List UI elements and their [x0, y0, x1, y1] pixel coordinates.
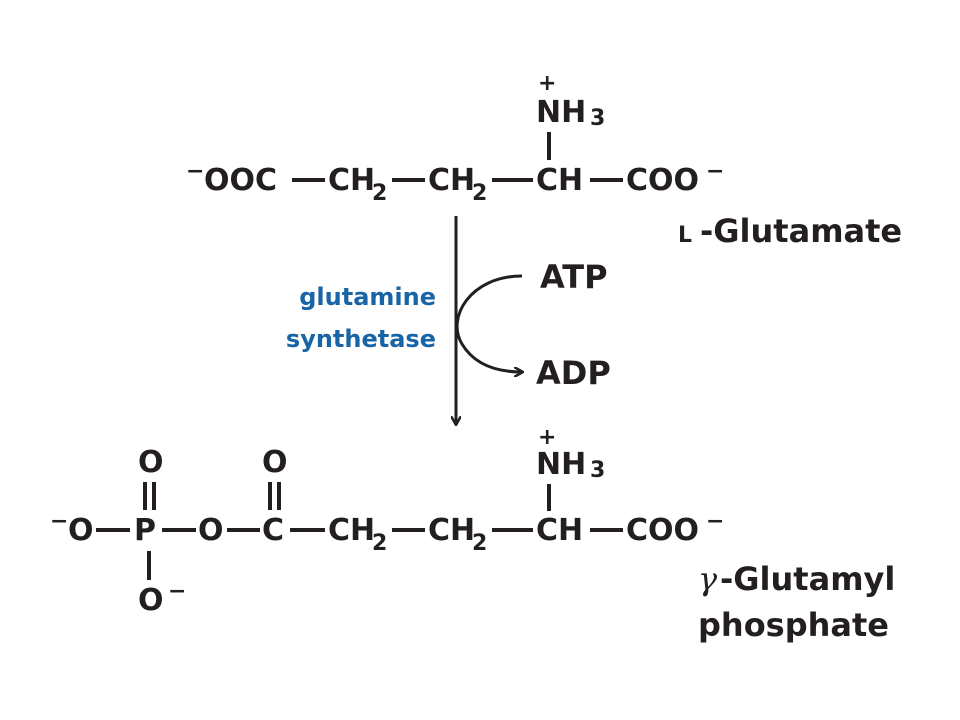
- product-o-top-p: O: [138, 445, 164, 480]
- product-nh-sub: 3: [590, 458, 605, 483]
- adp-label: ADP: [536, 354, 611, 392]
- glutamate-plus: +: [538, 71, 556, 96]
- atp-adp-curved-arrow: [455, 274, 522, 372]
- glutamate-name: -Glutamate: [700, 212, 902, 250]
- product-c: C: [262, 513, 284, 548]
- glutamate-ch: CH: [536, 163, 583, 198]
- product-ch2-b: CH: [428, 513, 475, 548]
- glutamate-ch2-b: CH: [428, 163, 475, 198]
- glutamate-structure: − OOC CH 2 CH 2 CH COO − + NH 3: [186, 71, 724, 206]
- glutamate-coo: COO: [626, 163, 699, 198]
- product-ch2-a-sub: 2: [372, 531, 387, 556]
- atp-label: ATP: [540, 258, 608, 296]
- enzyme-name-line2: synthetase: [286, 325, 436, 353]
- product-ch2-b-sub: 2: [472, 531, 487, 556]
- product-o-bottom: O: [138, 583, 164, 618]
- product-ch2-a: CH: [328, 513, 375, 548]
- product-o-left: O: [68, 513, 94, 548]
- enzyme-name-line1: glutamine: [299, 283, 436, 311]
- glutamate-nh-sub: 3: [590, 106, 605, 131]
- glutamate-nh: NH: [536, 95, 586, 130]
- product-coo: COO: [626, 513, 699, 548]
- glutamate-right-charge: −: [706, 159, 724, 184]
- glutamyl-phosphate-structure: − O P O C CH 2 CH 2 CH COO − O O − O + N…: [50, 425, 724, 618]
- product-o-bridge: O: [198, 513, 224, 548]
- product-o-bottom-charge: −: [168, 579, 186, 604]
- product-name-greek: γ: [698, 560, 718, 598]
- product-p: P: [134, 513, 156, 548]
- glutamate-ooc: OOC: [204, 163, 277, 198]
- glutamate-left-charge: −: [186, 159, 204, 184]
- product-left-charge: −: [50, 509, 68, 534]
- product-nh: NH: [536, 447, 586, 482]
- glutamate-ch2-b-sub: 2: [472, 181, 487, 206]
- reaction-arrows: [456, 216, 522, 424]
- product-o-top-c: O: [262, 445, 288, 480]
- glutamate-ch2-a-sub: 2: [372, 181, 387, 206]
- product-name-line2: phosphate: [698, 606, 889, 644]
- glutamate-ch2-a: CH: [328, 163, 375, 198]
- product-ch: CH: [536, 513, 583, 548]
- product-right-charge: −: [706, 509, 724, 534]
- product-plus: +: [538, 425, 556, 450]
- glutamate-name-prefix: L: [678, 223, 692, 248]
- product-name-line1: -Glutamyl: [720, 560, 895, 598]
